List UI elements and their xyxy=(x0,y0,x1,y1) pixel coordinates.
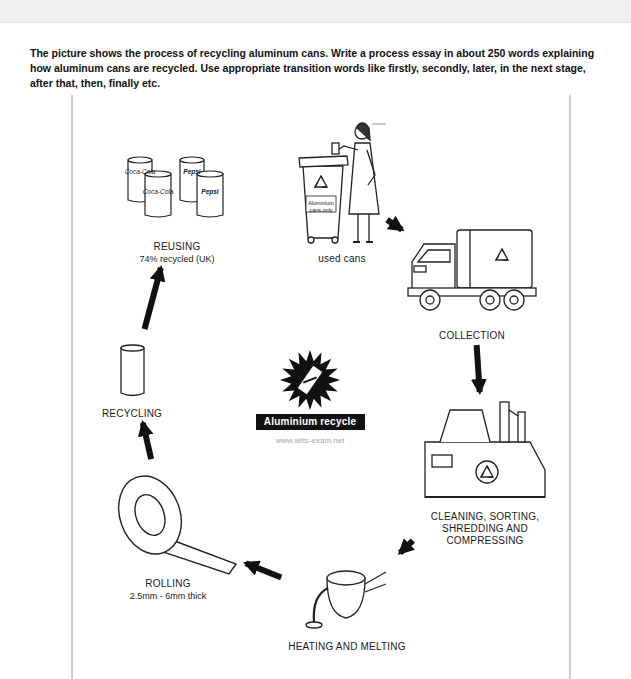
woman-with-bin-part xyxy=(357,214,358,242)
flow-arrow xyxy=(246,563,281,577)
recycled-can xyxy=(121,345,144,396)
collection-truck-part xyxy=(486,296,494,304)
reused-cans-part xyxy=(197,171,223,177)
stage-note: 74% recycled (UK) xyxy=(139,253,214,265)
aluminium-roll-part xyxy=(130,490,171,539)
melting-crucible xyxy=(306,571,386,628)
stage-node: ROLLING2.5mm - 6mm thick xyxy=(93,462,243,602)
stage-label: COLLECTION xyxy=(439,330,505,342)
recycle-star-part xyxy=(297,365,323,395)
reused-cans-part xyxy=(180,157,204,163)
reused-cans-part xyxy=(145,174,171,217)
brand-logo: Coca-Cola xyxy=(125,168,156,176)
recycled-can-part xyxy=(121,348,144,396)
collection-truck-part xyxy=(418,250,450,262)
sorting-machine-part xyxy=(500,402,509,442)
melting-crucible-part xyxy=(306,622,322,628)
woman-with-bin-part xyxy=(338,146,358,150)
recycle-star xyxy=(280,350,340,410)
woman-with-bin-part xyxy=(356,123,370,140)
sorting-machine xyxy=(425,402,545,497)
collection-truck-part xyxy=(504,290,524,310)
brand-logo: Pepsi xyxy=(201,188,218,196)
sorting-machine-part xyxy=(432,455,452,467)
recycle-star-part xyxy=(280,350,340,410)
title-band: Aluminium recycle xyxy=(256,414,365,430)
recycle-star-part xyxy=(303,373,316,387)
flow-arrow xyxy=(387,220,402,230)
stage-label: RECYCLING xyxy=(102,408,162,420)
top-bar xyxy=(0,0,631,23)
woman-with-bin-part xyxy=(315,176,327,187)
stage-label: used cans xyxy=(318,253,365,265)
sorting-machine-part xyxy=(509,410,518,416)
melting-crucible-part xyxy=(327,571,365,585)
sorting-machine-part xyxy=(425,442,545,497)
collection-truck-part xyxy=(496,249,508,260)
collection-truck-part xyxy=(426,296,434,304)
collection-truck-part xyxy=(510,296,518,304)
collection-truck-part xyxy=(469,230,470,288)
woman-with-bin-part xyxy=(367,150,375,185)
flow-arrow xyxy=(400,541,413,553)
frame-part xyxy=(570,95,571,679)
stage-label: REUSING xyxy=(154,241,201,253)
watermark: www.ielts-exam.net xyxy=(276,436,345,445)
flow-arrow xyxy=(143,423,151,459)
woman-with-bin-part xyxy=(368,214,369,242)
woman-with-bin xyxy=(299,123,379,243)
frame-part xyxy=(372,124,386,125)
reused-cans xyxy=(128,157,223,217)
sorting-machine-part xyxy=(440,410,490,442)
stage-label: ROLLING xyxy=(145,578,190,590)
aluminium-roll-part xyxy=(108,467,192,563)
stage-node: RECYCLING xyxy=(92,332,172,420)
brand-logo: Coca-Cola xyxy=(143,188,174,196)
reused-cans-part xyxy=(128,157,152,163)
woman-with-bin-part xyxy=(308,237,314,243)
reused-cans-part xyxy=(197,174,223,217)
task-title: The picture shows the process of recycli… xyxy=(30,46,610,91)
collection-truck-part xyxy=(412,244,455,290)
sorting-machine-part xyxy=(425,496,545,498)
collection-truck-part xyxy=(457,230,532,288)
woman-with-bin-part xyxy=(299,156,348,167)
melting-crucible-part xyxy=(314,588,328,622)
frame-part xyxy=(72,95,73,679)
woman-with-bin-part xyxy=(332,237,338,243)
woman-with-bin-part xyxy=(303,166,343,238)
stage-node: used cans xyxy=(300,115,385,265)
stage-label: CLEANING, SORTING, SHREDDING AND COMPRES… xyxy=(423,511,548,547)
stage-label: Aluminium recycle xyxy=(264,416,356,428)
collection-truck-part xyxy=(414,266,426,272)
woman-with-bin-part xyxy=(353,241,373,243)
flow-arrow xyxy=(477,345,480,392)
stage-node: CLEANING, SORTING, SHREDDING AND COMPRES… xyxy=(415,395,555,547)
frame xyxy=(72,95,570,679)
stage-node: REUSING74% recycled (UK) xyxy=(110,150,245,265)
collection-truck-part xyxy=(480,290,500,310)
stage-node: HEATING AND MELTING xyxy=(284,555,410,653)
collection-truck xyxy=(408,230,536,310)
aluminium-roll xyxy=(108,467,236,574)
stage-node: COLLECTION xyxy=(405,210,540,342)
sorting-machine-part xyxy=(481,466,493,477)
sorting-machine-part xyxy=(476,461,498,483)
stage-note: 2.5mm - 6mm thick xyxy=(130,590,207,602)
stage-label: HEATING AND MELTING xyxy=(288,641,405,653)
melting-crucible-part xyxy=(365,572,386,592)
flow-arrow xyxy=(145,268,161,329)
woman-with-bin-part xyxy=(306,196,336,212)
woman-with-bin-part xyxy=(332,143,339,154)
bin-sign: Aluminium cans only xyxy=(306,200,336,213)
brand-logo: Pepsi xyxy=(183,168,200,176)
collection-truck-part xyxy=(420,290,440,310)
sorting-machine-part xyxy=(518,412,525,442)
recycled-can-part xyxy=(121,345,144,351)
woman-with-bin-part xyxy=(349,143,379,214)
